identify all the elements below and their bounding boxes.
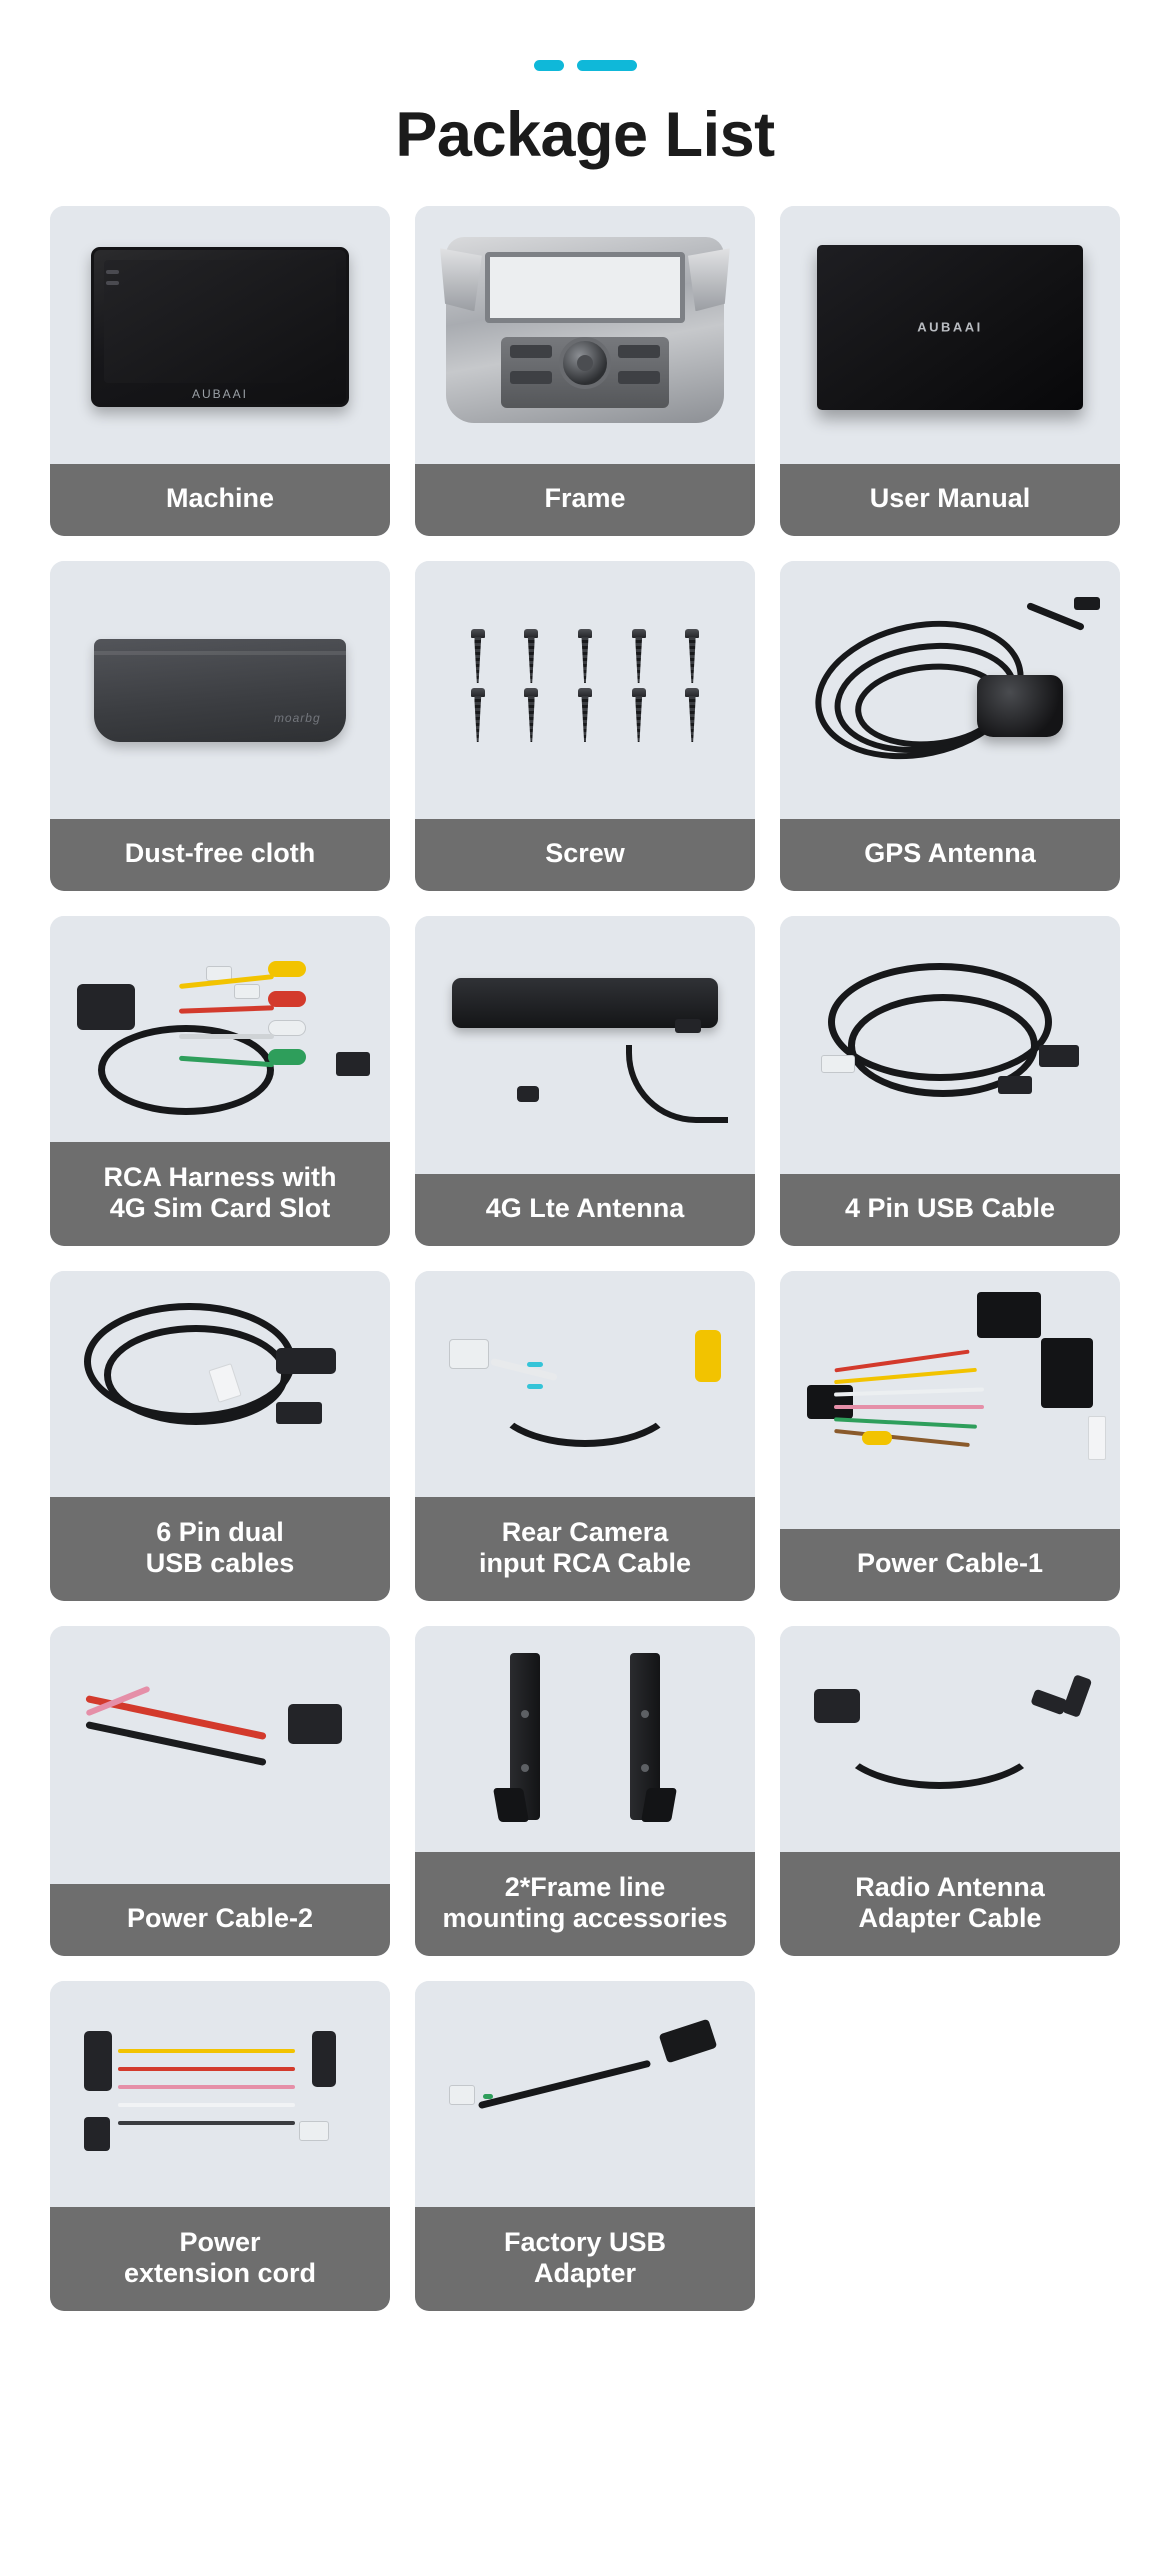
- package-item-image: [415, 206, 755, 465]
- package-item-card[interactable]: Screw: [415, 561, 755, 892]
- package-item-label: Frame: [415, 464, 755, 537]
- package-item-card[interactable]: 4G Lte Antenna: [415, 916, 755, 1247]
- cloth-body: moarbg: [94, 638, 346, 742]
- screw-item: [577, 688, 592, 744]
- package-item-label: User Manual: [780, 464, 1120, 537]
- cloth-brand-text: moarbg: [273, 711, 321, 726]
- power-extension-illustration: [50, 1981, 390, 2207]
- screw-item: [524, 629, 539, 685]
- screw-item: [631, 629, 646, 685]
- package-item-label: 2*Frame line mounting accessories: [415, 1852, 755, 1957]
- package-item-image: [50, 1626, 390, 1885]
- page-title: Package List: [395, 100, 775, 170]
- package-item-image: [780, 916, 1120, 1175]
- package-item-image: AUBAAI: [50, 206, 390, 465]
- rear-camera-rca-illustration: [415, 1271, 755, 1497]
- package-item-card[interactable]: 6 Pin dual USB cables: [50, 1271, 390, 1602]
- package-item-image: [50, 916, 390, 1143]
- package-item-label: 4G Lte Antenna: [415, 1174, 755, 1247]
- factory-usb-illustration: [415, 1981, 755, 2207]
- package-item-image: [415, 1981, 755, 2208]
- lte-antenna-body: [452, 978, 718, 1029]
- package-item-image: [780, 1271, 1120, 1530]
- package-item-card[interactable]: 4 Pin USB Cable: [780, 916, 1120, 1247]
- package-item-card[interactable]: RCA Harness with 4G Sim Card Slot: [50, 916, 390, 1247]
- lte-antenna-illustration: [415, 916, 755, 1174]
- screw-item: [631, 688, 646, 744]
- package-item-card[interactable]: 2*Frame line mounting accessories: [415, 1626, 755, 1957]
- package-item-card[interactable]: Power extension cord: [50, 1981, 390, 2312]
- package-item-label: Radio Antenna Adapter Cable: [780, 1852, 1120, 1957]
- dash-frame-body: [440, 237, 725, 423]
- package-item-label: GPS Antenna: [780, 819, 1120, 892]
- package-item-image: moarbg: [50, 561, 390, 820]
- screws-illustration: [415, 561, 755, 819]
- usb-6pin-illustration: [50, 1271, 390, 1497]
- head-unit-screen: [103, 259, 337, 383]
- gps-puck: [977, 674, 1064, 737]
- package-item-image: [50, 1271, 390, 1498]
- screw-item: [577, 629, 592, 685]
- cloth-illustration: moarbg: [50, 561, 390, 819]
- screw-item: [524, 688, 539, 744]
- frame-illustration: [415, 206, 755, 464]
- package-item-card[interactable]: Power Cable-2: [50, 1626, 390, 1957]
- screw-item: [685, 629, 700, 685]
- package-item-image: [415, 1271, 755, 1498]
- frame-screen-opening: [484, 251, 686, 323]
- screw-item: [470, 688, 485, 744]
- package-item-image: [415, 1626, 755, 1853]
- head-unit-body: AUBAAI: [90, 247, 350, 408]
- power-cable-1-illustration: [780, 1271, 1120, 1529]
- package-item-card[interactable]: Frame: [415, 206, 755, 537]
- package-item-label: Screw: [415, 819, 755, 892]
- package-item-card[interactable]: AUBAAI Machine: [50, 206, 390, 537]
- manual-cover: AUBAAI: [817, 244, 1083, 410]
- page-header: Package List: [0, 0, 1170, 168]
- package-item-label: Power Cable-2: [50, 1884, 390, 1957]
- package-item-grid: AUBAAI Machine Frame AUBAAI User Manual: [25, 206, 1145, 2312]
- package-item-label: 6 Pin dual USB cables: [50, 1497, 390, 1602]
- package-item-card[interactable]: Power Cable-1: [780, 1271, 1120, 1602]
- brackets-illustration: [415, 1626, 755, 1852]
- power-cable-2-illustration: [50, 1626, 390, 1884]
- package-item-image: AUBAAI: [780, 206, 1120, 465]
- package-item-label: Power extension cord: [50, 2207, 390, 2312]
- manual-brand-text: AUBAAI: [917, 319, 983, 335]
- package-item-label: Dust-free cloth: [50, 819, 390, 892]
- title-decoration: [0, 58, 1170, 72]
- frame-control-knob: [558, 337, 611, 390]
- package-item-image: [780, 561, 1120, 820]
- gps-antenna-illustration: [780, 561, 1120, 819]
- package-item-card[interactable]: Rear Camera input RCA Cable: [415, 1271, 755, 1602]
- package-item-label: Machine: [50, 464, 390, 537]
- machine-brand-text: AUBAAI: [191, 387, 248, 402]
- package-item-image: [50, 1981, 390, 2208]
- package-item-label: 4 Pin USB Cable: [780, 1174, 1120, 1247]
- package-item-card[interactable]: GPS Antenna: [780, 561, 1120, 892]
- rca-harness-illustration: [50, 916, 390, 1142]
- bracket-left: [510, 1653, 541, 1821]
- machine-illustration: AUBAAI: [50, 206, 390, 464]
- screw-item: [685, 688, 700, 744]
- decoration-dash-short: [533, 59, 564, 71]
- decoration-dash-long: [576, 59, 637, 71]
- package-item-card[interactable]: Radio Antenna Adapter Cable: [780, 1626, 1120, 1957]
- package-item-label: RCA Harness with 4G Sim Card Slot: [50, 1142, 390, 1247]
- package-item-card[interactable]: AUBAAI User Manual: [780, 206, 1120, 537]
- manual-illustration: AUBAAI: [780, 206, 1120, 464]
- package-item-image: [415, 916, 755, 1175]
- package-item-card[interactable]: moarbg Dust-free cloth: [50, 561, 390, 892]
- package-item-card[interactable]: Factory USB Adapter: [415, 1981, 755, 2312]
- usb-4pin-illustration: [780, 916, 1120, 1174]
- package-item-label: Power Cable-1: [780, 1529, 1120, 1602]
- package-item-label: Factory USB Adapter: [415, 2207, 755, 2312]
- package-item-image: [780, 1626, 1120, 1853]
- package-item-image: [415, 561, 755, 820]
- radio-adapter-illustration: [780, 1626, 1120, 1852]
- package-item-label: Rear Camera input RCA Cable: [415, 1497, 755, 1602]
- bracket-right: [629, 1653, 660, 1821]
- screw-item: [470, 629, 485, 685]
